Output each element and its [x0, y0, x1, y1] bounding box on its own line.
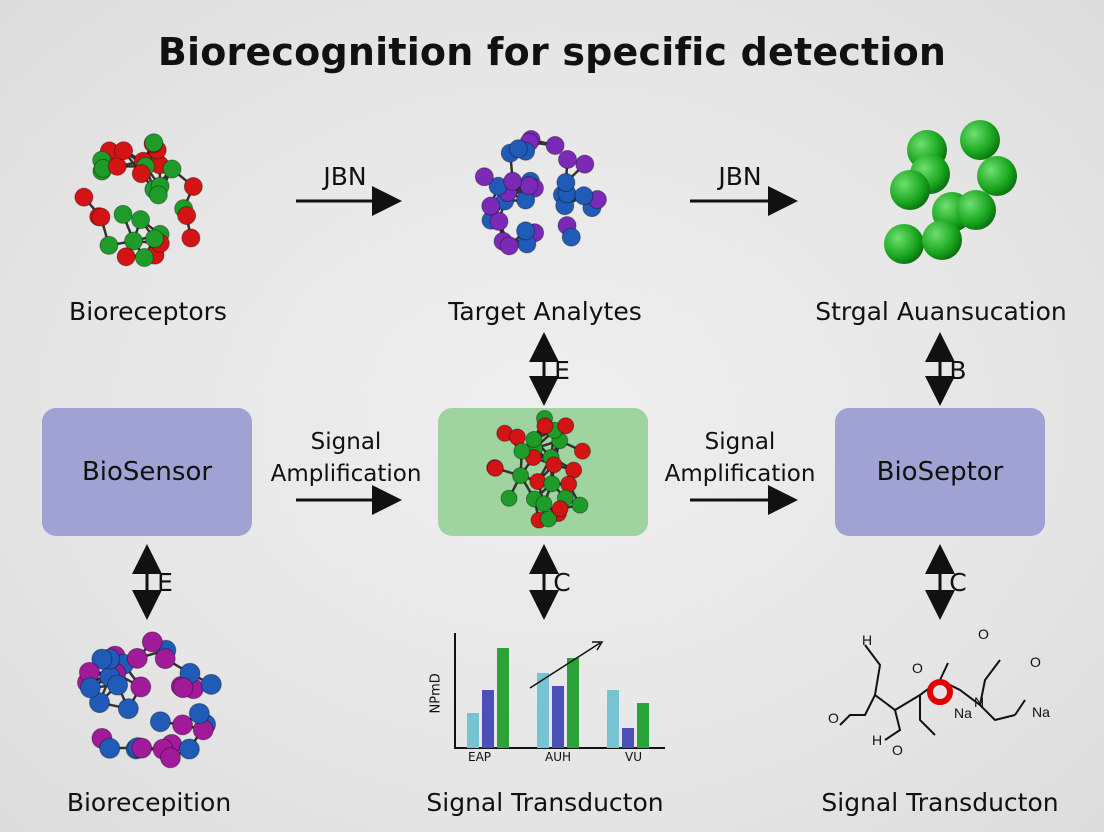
diagram-title: Biorecognition for specific detection	[157, 30, 947, 74]
bar-2-1	[622, 728, 634, 748]
chem-n: N	[974, 694, 984, 710]
label-target-analytes: Target Analytes	[448, 297, 642, 326]
chem-na1: Na	[954, 705, 972, 721]
arrow-label-mid-left-line2: Amplification	[270, 461, 422, 487]
chart-xtick-3: VU	[625, 750, 642, 764]
arrow-label-mid-right-line2: Amplification	[664, 461, 816, 487]
label-bioreceptors: Bioreceptors	[69, 297, 227, 326]
arrow-label-v-left-bottom: E	[157, 568, 173, 597]
bar-2-0	[607, 690, 619, 748]
chart-ylabel: NPmD	[428, 673, 444, 714]
green-sphere-cluster-icon	[884, 120, 1017, 264]
chem-o2: O	[828, 710, 839, 726]
label-biorecepition: Biorecepition	[66, 788, 232, 817]
chart-xtick-1: EAP	[468, 750, 492, 764]
bioseptor-box: BioSeptor	[835, 408, 1045, 536]
biosensor-box: BioSensor	[42, 408, 252, 536]
arrow-label-v-right-top: B	[949, 356, 967, 385]
arrow-label-top-left: JBN	[323, 162, 367, 191]
chart-xtick-2: AUH	[545, 750, 572, 764]
arrow-label-mid-left-line1: Signal	[310, 429, 382, 455]
signal-bar-chart	[454, 633, 665, 749]
arrow-label-mid-left: Signal Amplification	[258, 426, 434, 490]
arrow-label-v-center-top: E	[554, 356, 570, 385]
arrow-label-v-center-bottom: C	[553, 568, 571, 597]
biosensor-label: BioSensor	[81, 457, 213, 487]
chem-o4: O	[978, 626, 989, 642]
chem-na2: Na	[1032, 704, 1050, 720]
bar-0-2	[497, 648, 509, 748]
bar-0-1	[482, 690, 494, 748]
chem-o3: O	[892, 742, 903, 758]
chem-h1: H	[862, 632, 872, 648]
chem-o5: O	[1030, 654, 1041, 670]
bioseptor-label: BioSeptor	[876, 457, 1004, 487]
arrow-label-top-right: JBN	[718, 162, 762, 191]
bar-1-2	[567, 658, 579, 748]
chemical-structure-icon: H H O O O O O Na Na N	[828, 626, 1050, 758]
label-signal-transducton-middle: Signal Transducton	[426, 788, 664, 817]
label-signal-transducton-right: Signal Transducton	[821, 788, 1059, 817]
bar-0-0	[467, 713, 479, 748]
target-analyte-molecule-icon	[474, 130, 607, 256]
arrow-label-mid-right: Signal Amplification	[652, 426, 828, 490]
bound-complex-molecule-icon	[486, 410, 591, 529]
chem-o1: O	[912, 660, 923, 676]
bar-2-2	[637, 703, 649, 748]
label-top-right: Strgal Auansucation	[815, 297, 1067, 326]
bar-1-0	[537, 673, 549, 748]
bioreceptor-molecule-icon	[74, 133, 203, 267]
arrow-label-v-right-bottom: C	[949, 568, 967, 597]
chem-h2: H	[872, 732, 882, 748]
biorecepition-molecule-icon	[77, 631, 222, 769]
arrow-label-mid-right-line1: Signal	[704, 429, 776, 455]
bar-1-1	[552, 686, 564, 748]
